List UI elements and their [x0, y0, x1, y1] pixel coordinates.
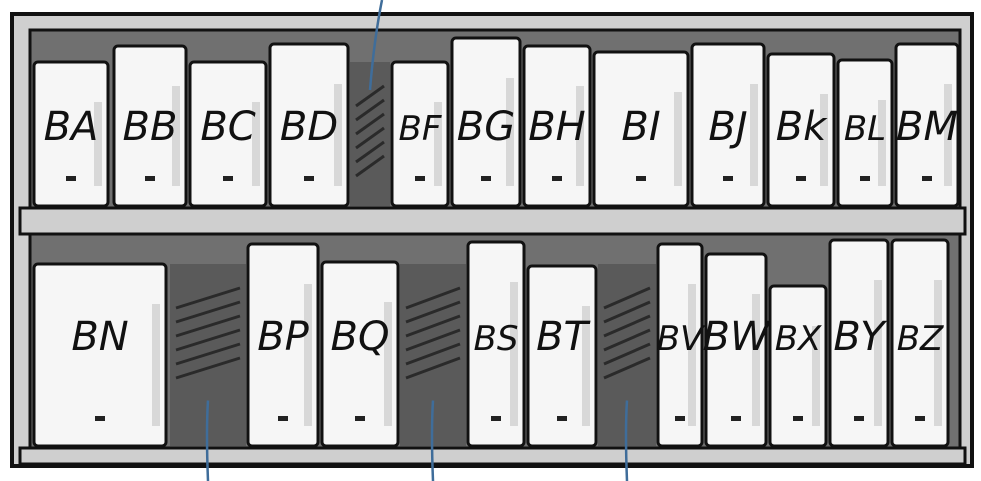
- book-mark: [95, 416, 105, 421]
- book-label: BI: [621, 104, 660, 150]
- book-spine: BX: [770, 286, 826, 446]
- book-spine: BA: [34, 62, 108, 206]
- book-label: BS: [474, 319, 519, 359]
- book-label: BA: [44, 104, 99, 150]
- book-spine: BV: [657, 244, 706, 446]
- book-spine: BP: [248, 244, 318, 446]
- book-spine: BH: [524, 46, 590, 206]
- book-mark: [860, 176, 870, 181]
- book-spine: BC: [190, 62, 266, 206]
- book-mark: [304, 176, 314, 181]
- book-label: BL: [844, 109, 886, 149]
- pointer-line: [626, 401, 627, 481]
- book-spine: BG: [452, 38, 520, 206]
- book-shading: [152, 304, 160, 426]
- book-spine: BS: [468, 242, 524, 446]
- book-shading: [750, 84, 758, 186]
- book-label: BG: [457, 104, 515, 150]
- book-label: BH: [528, 104, 586, 150]
- book-mark: [793, 416, 803, 421]
- book-label: BD: [280, 104, 338, 150]
- middle-shelf-board: [20, 208, 965, 234]
- book-label: BW: [703, 314, 771, 360]
- book-mark: [854, 416, 864, 421]
- book-label: BN: [71, 314, 128, 360]
- book-spine: BW: [703, 254, 771, 446]
- book-label: BQ: [331, 314, 390, 360]
- book-label: BB: [123, 104, 178, 150]
- book-label: BT: [536, 314, 591, 360]
- book-mark: [552, 176, 562, 181]
- book-mark: [481, 176, 491, 181]
- book-spine: BJ: [692, 44, 764, 206]
- pointer-line: [432, 401, 433, 481]
- book-spine: BT: [528, 266, 596, 446]
- book-spine: BY: [830, 240, 888, 446]
- book-label: BF: [399, 109, 442, 149]
- book-mark: [915, 416, 925, 421]
- book-mark: [491, 416, 501, 421]
- book-spine: BQ: [322, 262, 398, 446]
- book-mark: [723, 176, 733, 181]
- book-label: BM: [896, 104, 958, 150]
- book-mark: [145, 176, 155, 181]
- bottom-shelf-board: [20, 448, 965, 464]
- book-spine: BL: [838, 60, 892, 206]
- book-label: BJ: [708, 104, 747, 150]
- book-mark: [922, 176, 932, 181]
- book-spine: BB: [114, 46, 186, 206]
- book-spine: BN: [34, 264, 166, 446]
- book-mark: [636, 176, 646, 181]
- book-label: BZ: [897, 319, 944, 359]
- book-spine: BI: [594, 52, 688, 206]
- book-spine: BZ: [892, 240, 948, 446]
- book-mark: [675, 416, 685, 421]
- book-mark: [415, 176, 425, 181]
- book-mark: [355, 416, 365, 421]
- book-mark: [278, 416, 288, 421]
- book-label: BP: [257, 314, 309, 360]
- book-mark: [223, 176, 233, 181]
- book-spine: Bk: [768, 54, 834, 206]
- book-spine: BM: [896, 44, 958, 206]
- book-label: BV: [657, 319, 706, 359]
- book-label: BX: [775, 319, 822, 359]
- book-spine: BF: [392, 62, 448, 206]
- book-shading: [674, 92, 682, 186]
- book-mark: [66, 176, 76, 181]
- book-label: Bk: [776, 104, 828, 150]
- book-mark: [796, 176, 806, 181]
- book-label: BY: [833, 314, 888, 360]
- book-mark: [731, 416, 741, 421]
- pointer-line: [207, 401, 208, 481]
- book-spine: BD: [270, 44, 348, 206]
- book-mark: [557, 416, 567, 421]
- book-label: BC: [200, 104, 255, 150]
